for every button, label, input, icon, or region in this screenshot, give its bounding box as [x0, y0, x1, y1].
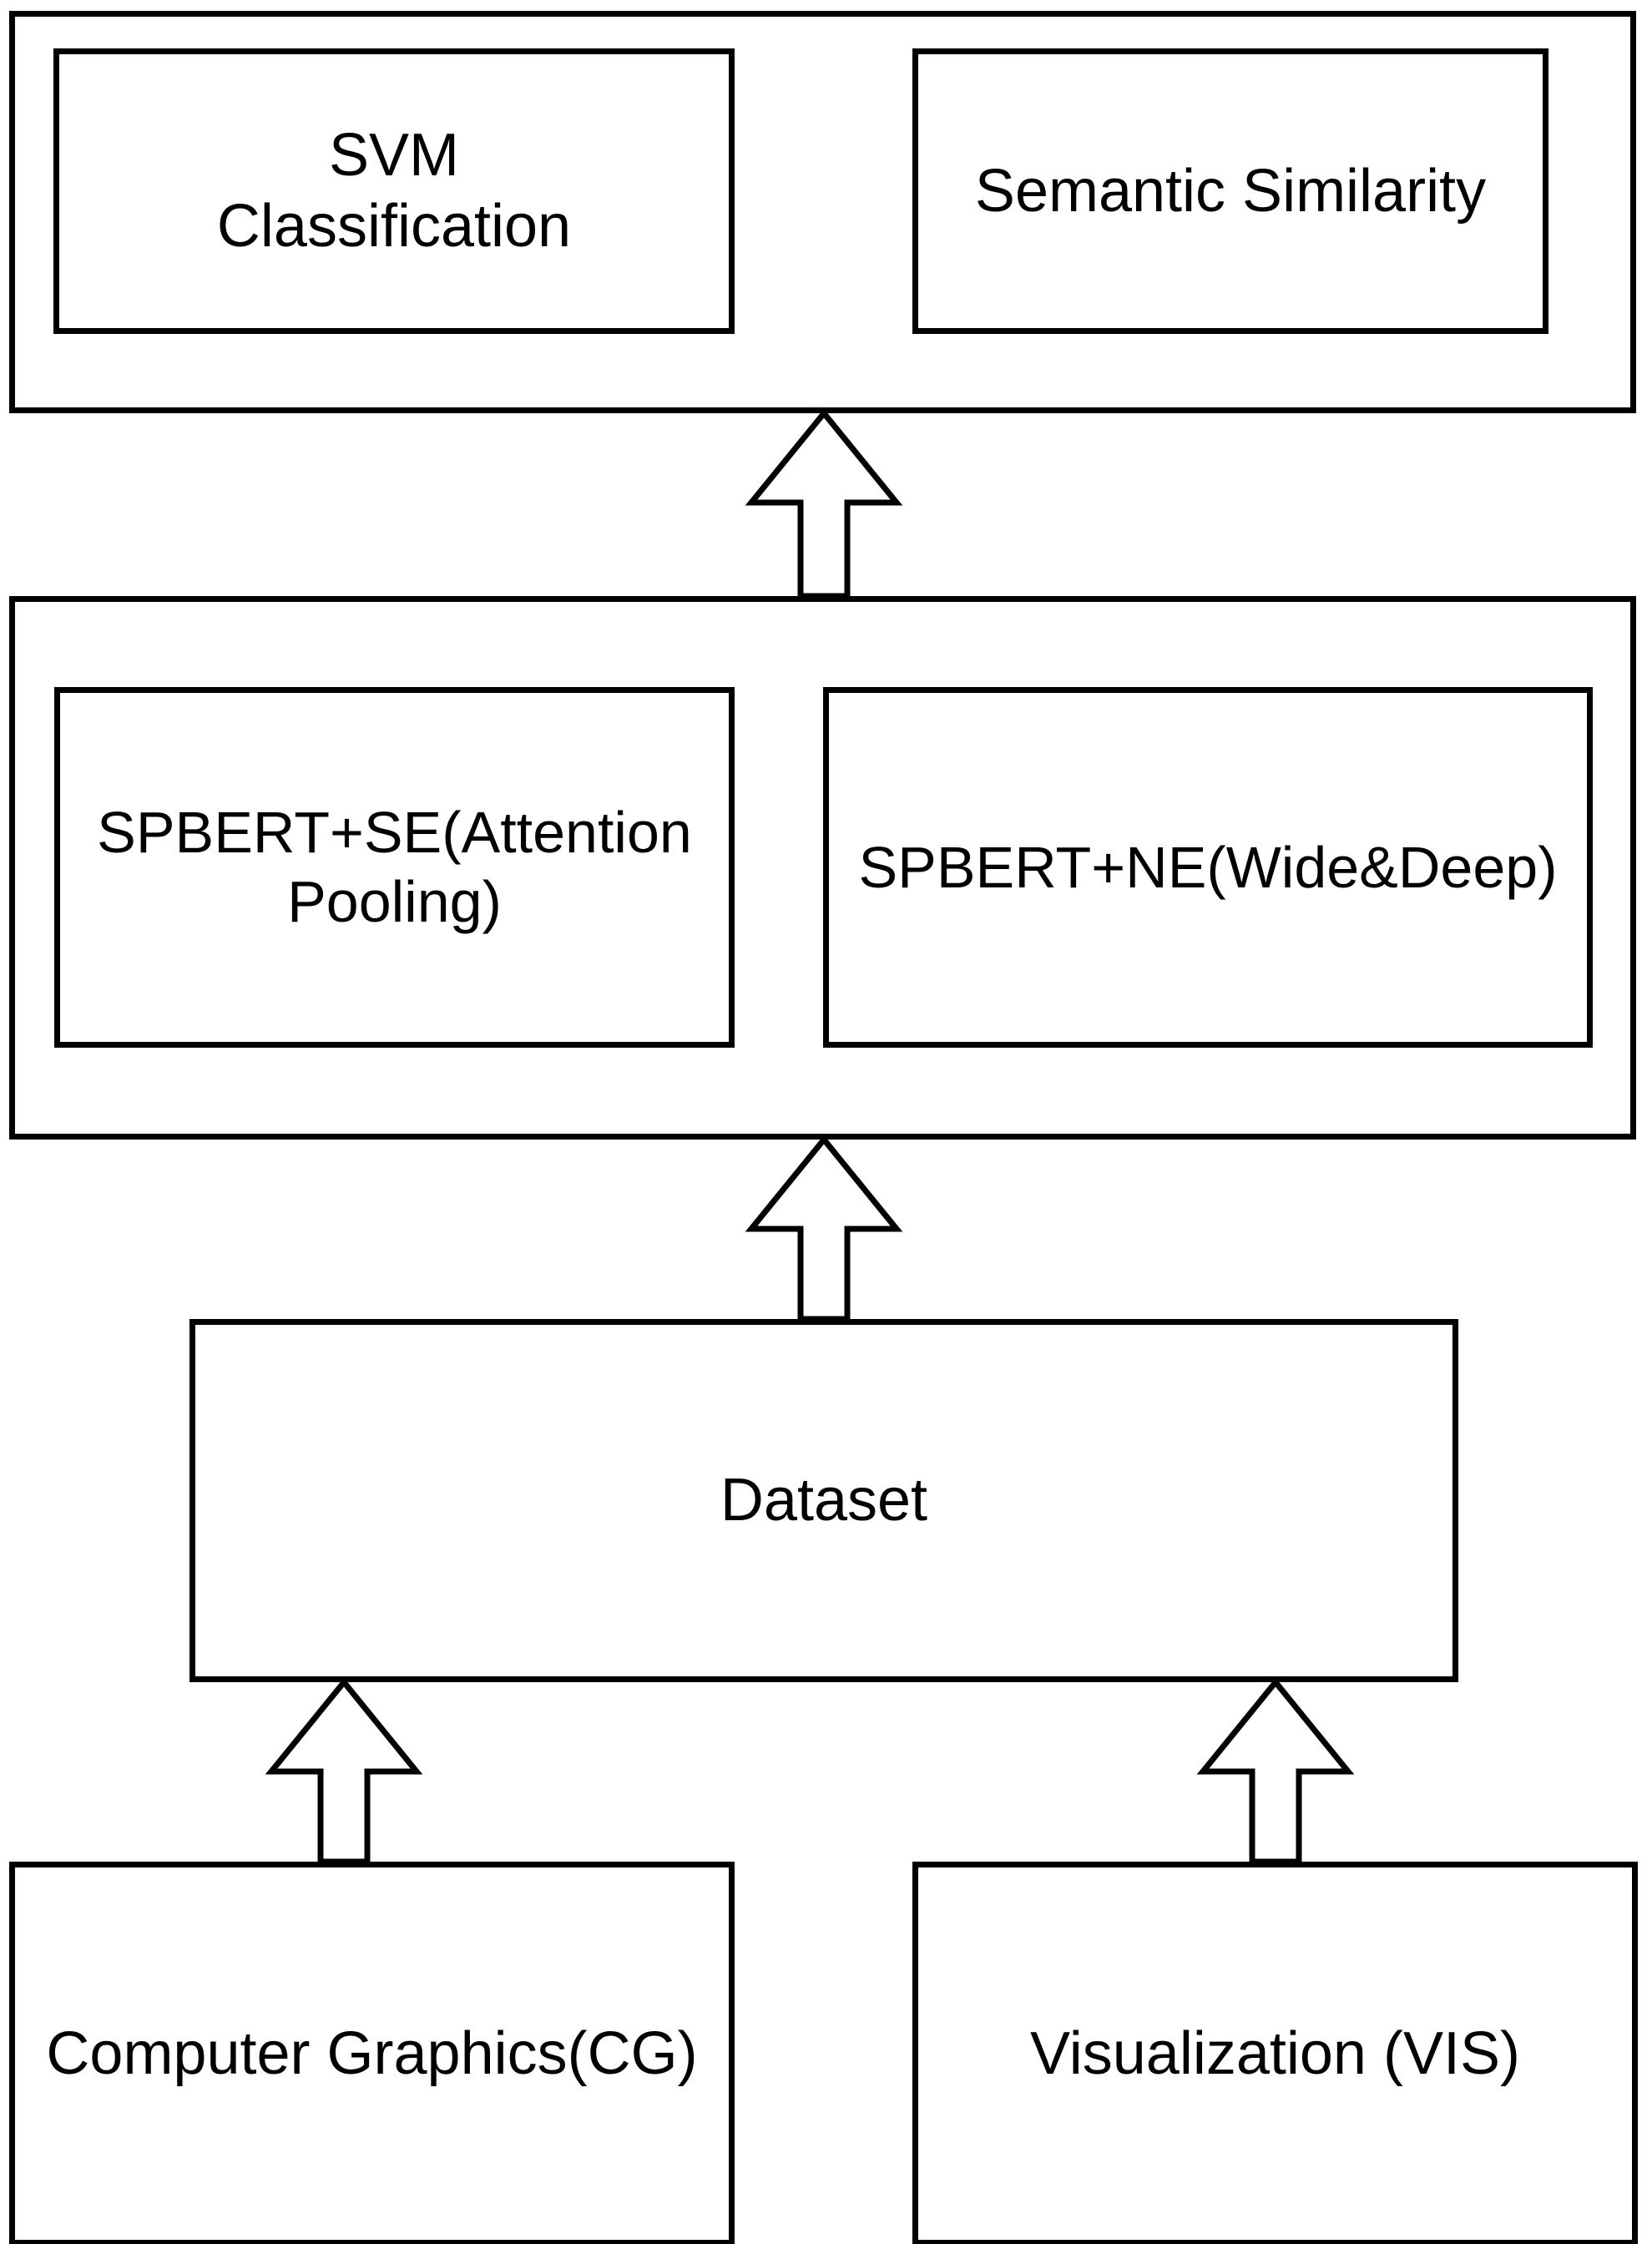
- arrow-cg-to-dataset: [265, 1677, 423, 1865]
- visualization-box[interactable]: Visualization (VIS): [912, 1862, 1638, 2244]
- dataset-label: Dataset: [720, 1467, 928, 1534]
- computer-graphics-label: Computer Graphics(CG): [46, 2019, 698, 2087]
- spbert-se-box[interactable]: SPBERT+SE(Attention Pooling): [54, 687, 735, 1048]
- semantic-similarity-label: Semantic Similarity: [974, 157, 1487, 225]
- spbert-se-label: SPBERT+SE(Attention Pooling): [97, 800, 692, 934]
- arrow-dataset-to-model-icon: [745, 1135, 903, 1322]
- arrow-vis-to-dataset: [1196, 1677, 1355, 1865]
- visualization-label: Visualization (VIS): [1030, 2019, 1520, 2087]
- spbert-ne-box[interactable]: SPBERT+NE(Wide&Deep): [823, 687, 1593, 1048]
- arrow-cg-to-dataset-icon: [265, 1677, 423, 1865]
- computer-graphics-box[interactable]: Computer Graphics(CG): [9, 1862, 735, 2244]
- semantic-similarity-box[interactable]: Semantic Similarity: [912, 48, 1548, 334]
- arrow-model-to-output: [745, 408, 903, 599]
- svm-classification-box[interactable]: SVM Classification: [53, 48, 735, 334]
- dataset-box[interactable]: Dataset: [189, 1319, 1458, 1682]
- arrow-vis-to-dataset-icon: [1196, 1677, 1355, 1865]
- arrow-model-to-output-icon: [745, 408, 903, 599]
- spbert-ne-label: SPBERT+NE(Wide&Deep): [858, 834, 1558, 900]
- svm-classification-label: SVM Classification: [216, 122, 572, 260]
- arrow-dataset-to-model: [745, 1135, 903, 1322]
